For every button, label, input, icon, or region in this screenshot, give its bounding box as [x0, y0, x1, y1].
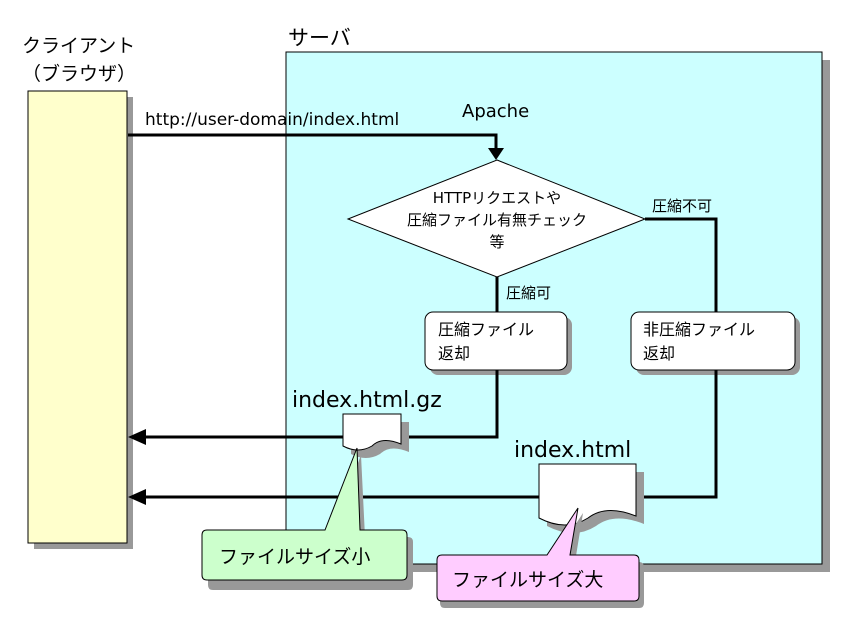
apache-label: Apache	[462, 101, 529, 122]
branch-yes-label: 圧縮可	[506, 284, 551, 302]
callout-large-label: ファイルサイズ大	[452, 569, 603, 591]
request-arrow-head	[488, 148, 504, 160]
file-html-label: index.html	[514, 438, 631, 463]
callout-small	[201, 447, 408, 581]
return-uncompressed-line	[140, 370, 718, 499]
box-compressed-line1: 圧縮ファイル	[438, 320, 534, 339]
box-compressed-line2: 返却	[438, 344, 470, 363]
request-url: http://user-domain/index.html	[145, 110, 399, 130]
callout-small-label: ファイルサイズ小	[219, 546, 370, 568]
return-compressed-line	[140, 370, 499, 439]
return-uncompressed-arrow-head	[128, 489, 146, 505]
file-gz-label: index.html.gz	[292, 388, 442, 413]
request-arrow	[128, 133, 498, 150]
callout-large	[436, 507, 640, 602]
branch-no-line	[645, 217, 718, 312]
branch-no-label: 圧縮不可	[652, 197, 712, 215]
client-label-line2: （ブラウザ）	[22, 62, 136, 85]
box-uncompressed-line1: 非圧縮ファイル	[643, 320, 755, 339]
file-gz-icon	[342, 413, 402, 451]
decision-line3: 等	[489, 233, 504, 251]
decision-line1: HTTPリクエストや	[433, 189, 561, 207]
box-uncompressed	[630, 311, 796, 371]
server-label: サーバ	[288, 26, 351, 50]
file-html-icon	[538, 463, 637, 526]
client-column	[27, 90, 128, 544]
box-uncompressed-line2: 返却	[643, 344, 675, 363]
client-label-line1: クライアント	[22, 35, 135, 57]
decision-line2: 圧縮ファイル有無チェック	[407, 211, 587, 229]
return-compressed-arrow-head	[128, 429, 146, 445]
